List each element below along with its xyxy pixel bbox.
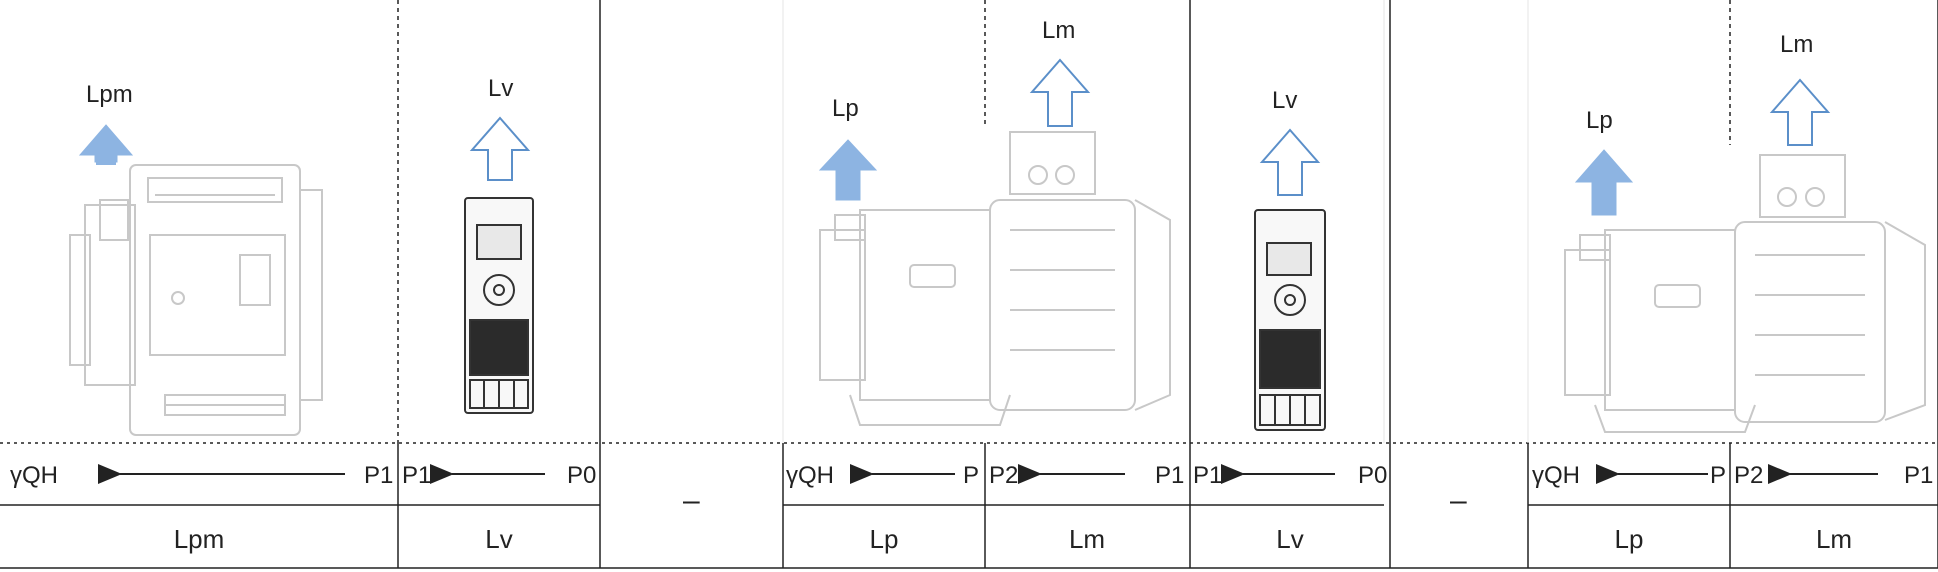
flow-to-label-7: P2 <box>1734 462 1763 489</box>
flow-to-label-2: P1 <box>402 462 431 489</box>
flow-from-label-1: P1 <box>364 462 393 489</box>
panel-borders-light <box>782 0 1529 568</box>
flow-from-label-5: P0 <box>1358 462 1387 489</box>
power-flow-row: γQH P1 P1 P0 γQH P P2 P1 P1 P0 γQH P P2 … <box>10 462 1933 489</box>
lv-loss-arrow-2 <box>1259 128 1321 196</box>
flow-to-label-6: γQH <box>1532 462 1580 489</box>
bottom-label-3: Lp <box>870 524 899 554</box>
lpm-header-label: Lpm <box>86 81 133 108</box>
lm-loss-arrow-1 <box>1029 58 1091 127</box>
loss-labels: Lpm Lv Lp Lm Lv Lp Lm <box>86 17 1813 134</box>
lm-loss-arrow-2 <box>1769 78 1831 146</box>
flow-to-label-3: γQH <box>786 462 834 489</box>
lv-header-label-2: Lv <box>1272 87 1297 114</box>
pump-motor-set-drawing-1 <box>819 131 1171 426</box>
lv-header-label-1: Lv <box>488 75 513 102</box>
flow-from-label-7: P1 <box>1904 462 1933 489</box>
bottom-label-5: Lv <box>1276 524 1303 554</box>
lp-loss-arrow-1 <box>818 139 878 201</box>
flow-to-label-4: P2 <box>989 462 1018 489</box>
flow-from-label-6: P <box>1710 462 1726 489</box>
flow-to-label-5: P1 <box>1193 462 1222 489</box>
lp-loss-arrow-2 <box>1574 149 1634 216</box>
separators: – – <box>683 484 1467 517</box>
lv-loss-arrow-1 <box>469 116 531 181</box>
separator-2: – <box>1450 484 1467 517</box>
separator-1: – <box>683 484 700 517</box>
lm-header-label-1: Lm <box>1042 17 1075 44</box>
flow-from-label-3: P <box>963 462 979 489</box>
flow-from-label-2: P0 <box>567 462 596 489</box>
inverter-drawing-1 <box>464 197 534 414</box>
flow-from-label-4: P1 <box>1155 462 1184 489</box>
lm-header-label-2: Lm <box>1780 31 1813 58</box>
inverter-drawing-2 <box>1254 209 1326 431</box>
lp-header-label-2: Lp <box>1586 107 1613 134</box>
bottom-labels: Lpm Lv Lp Lm Lv Lp Lm <box>174 524 1852 554</box>
pump-motor-drawing <box>69 164 323 436</box>
lp-header-label-1: Lp <box>832 95 859 122</box>
bottom-label-2: Lv <box>485 524 512 554</box>
bottom-label-7: Lm <box>1816 524 1852 554</box>
bottom-label-4: Lm <box>1069 524 1105 554</box>
loss-arrows <box>78 58 1831 216</box>
bottom-label-6: Lp <box>1615 524 1644 554</box>
bottom-label-1: Lpm <box>174 524 225 554</box>
flow-to-label-1: γQH <box>10 462 58 489</box>
pump-motor-set-drawing-2 <box>1564 154 1926 433</box>
